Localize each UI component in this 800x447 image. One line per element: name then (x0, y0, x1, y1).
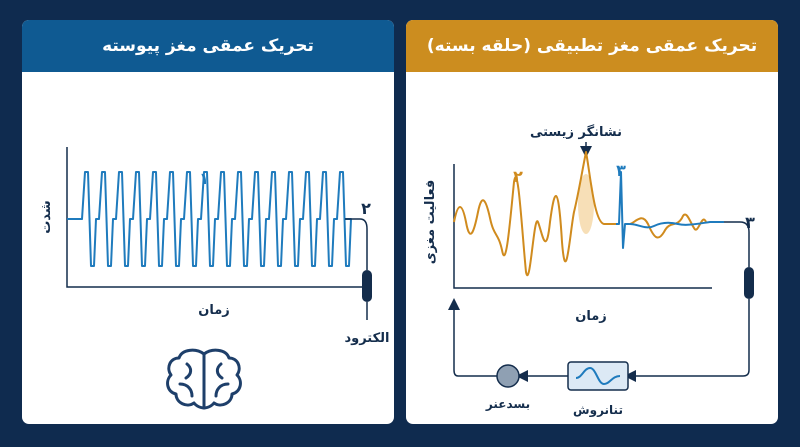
biomarker-highlight (578, 174, 594, 234)
left-electrode-body (362, 270, 372, 302)
right-y-axis-label: فعالیت مغزی (423, 180, 438, 265)
left-marker-2: ۲ (361, 199, 371, 218)
right-marker-2: ۲ (513, 167, 523, 186)
adaptive-dbs-panel: تحریک عمقی مغز تطبیقی (حلقه بسته) فعالیت… (406, 20, 778, 424)
left-axes (66, 147, 362, 288)
feedback-to-filter (624, 299, 750, 382)
controller-feedback-arrow (448, 298, 497, 377)
continuous-stimulation-signal (67, 171, 352, 267)
adaptive-dbs-title: تحریک عمقی مغز تطبیقی (حلقه بسته) (426, 36, 758, 56)
adaptive-dbs-header: تحریک عمقی مغز تطبیقی (حلقه بسته) (406, 20, 778, 72)
left-y-axis-label: شدت (39, 200, 54, 233)
controller-label: بسدعنر (485, 397, 530, 411)
right-marker-3-spike: ۳ (616, 161, 626, 180)
left-x-axis-label: زمان (198, 303, 230, 318)
filter-icon (575, 366, 621, 386)
right-axes (453, 164, 712, 289)
continuous-dbs-title: تحریک عمقی مغز پیوسته (102, 36, 314, 56)
left-electrode-lead (345, 218, 368, 270)
adaptive-dbs-diagram: فعالیت مغزی زمان نشانگر زیستی ۲ ۳ ۳ تنان… (423, 124, 755, 418)
filter-label: تنانروش (573, 403, 623, 418)
right-marker-3: ۳ (745, 213, 755, 232)
right-electrode-lead (724, 221, 750, 267)
right-x-axis-label: زمان (575, 309, 607, 324)
controller-node (496, 364, 520, 388)
electrode-label: الکترود (344, 331, 389, 346)
post-stimulation-activity (629, 213, 707, 239)
stimulation-spike (616, 171, 630, 249)
biomarker-label: نشانگر زیستی (530, 124, 622, 140)
continuous-dbs-diagram: شدت زمان ۱ ۲ الکترود (39, 147, 390, 410)
brain-activity-signal (453, 151, 616, 277)
adaptive-stimulation-signal (629, 221, 724, 229)
continuous-dbs-header: تحریک عمقی مغز پیوسته (22, 20, 394, 72)
continuous-dbs-panel: تحریک عمقی مغز پیوسته شدت زمان ۱ ۲ الکتر… (22, 20, 394, 424)
brain-icon (166, 348, 242, 410)
right-electrode-body (744, 267, 754, 299)
